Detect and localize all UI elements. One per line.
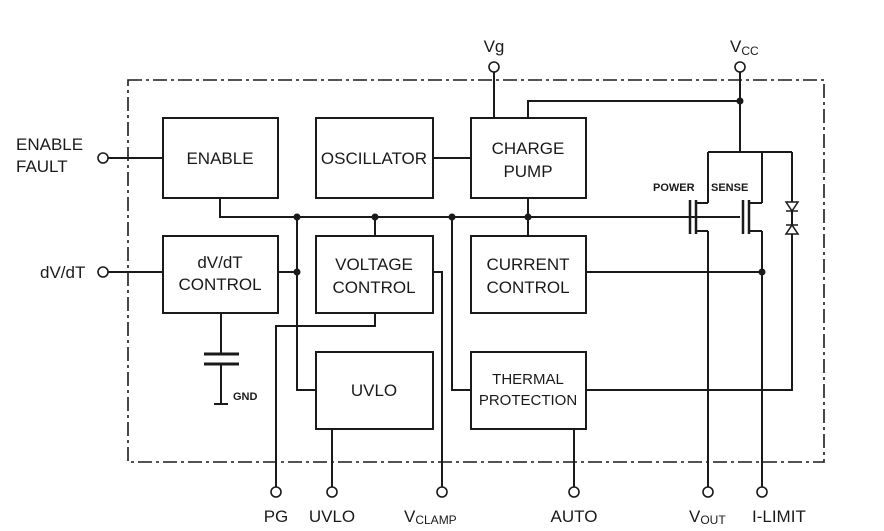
voltage-control-label-line1: VOLTAGE — [335, 255, 413, 274]
thermal-label-line1: THERMAL — [492, 371, 564, 388]
sense-mosfet-icon — [741, 197, 763, 238]
power-mosfet-icon — [688, 197, 709, 238]
pin-vclamp-label: VCLAMP — [404, 507, 457, 527]
pin-circles — [97, 61, 768, 498]
current-control-label-line1: CURRENT — [486, 255, 569, 274]
charge-pump-block: CHARGE PUMP — [470, 117, 587, 199]
pin-pg-label: PG — [264, 507, 289, 526]
pin-enable-label: ENABLE — [16, 135, 83, 154]
charge-pump-label-line1: CHARGE — [492, 139, 565, 158]
pin-ilimit-label: I-LIMIT — [752, 507, 806, 526]
pin-fault-label: FAULT — [16, 157, 68, 176]
pin-dvdt-label: dV/dT — [40, 263, 85, 282]
power-label: POWER — [653, 182, 695, 194]
uvlo-label: UVLO — [351, 381, 397, 400]
thermal-protection-block: THERMAL PROTECTION — [470, 351, 587, 430]
current-control-block: CURRENT CONTROL — [470, 235, 587, 314]
dvdt-control-label-line2: CONTROL — [178, 275, 261, 294]
uvlo-block: UVLO — [315, 351, 434, 430]
enable-block: ENABLE — [162, 117, 279, 199]
pin-vout-label: VOUT — [689, 507, 726, 527]
pin-uvlo-label: UVLO — [309, 507, 355, 526]
thermal-label-line2: PROTECTION — [479, 392, 577, 409]
charge-pump-label-line2: PUMP — [503, 162, 552, 181]
voltage-control-block: VOLTAGE CONTROL — [315, 235, 434, 314]
oscillator-label: OSCILLATOR — [321, 149, 427, 168]
pin-vg-label: Vg — [484, 37, 505, 56]
dvdt-control-label-line1: dV/dT — [197, 253, 242, 272]
oscillator-block: OSCILLATOR — [315, 117, 434, 199]
diode-icon — [784, 201, 800, 235]
junction-dots — [293, 97, 766, 276]
voltage-control-label-line2: CONTROL — [332, 278, 415, 297]
pin-auto-label: AUTO — [551, 507, 598, 526]
gnd-label: GND — [233, 391, 258, 403]
current-control-label-line2: CONTROL — [486, 278, 569, 297]
enable-label: ENABLE — [186, 149, 253, 168]
sense-label: SENSE — [711, 182, 748, 194]
chip-outline — [127, 79, 825, 463]
pin-vcc-label: VCC — [730, 37, 759, 58]
dvdt-control-block: dV/dT CONTROL — [162, 235, 279, 314]
